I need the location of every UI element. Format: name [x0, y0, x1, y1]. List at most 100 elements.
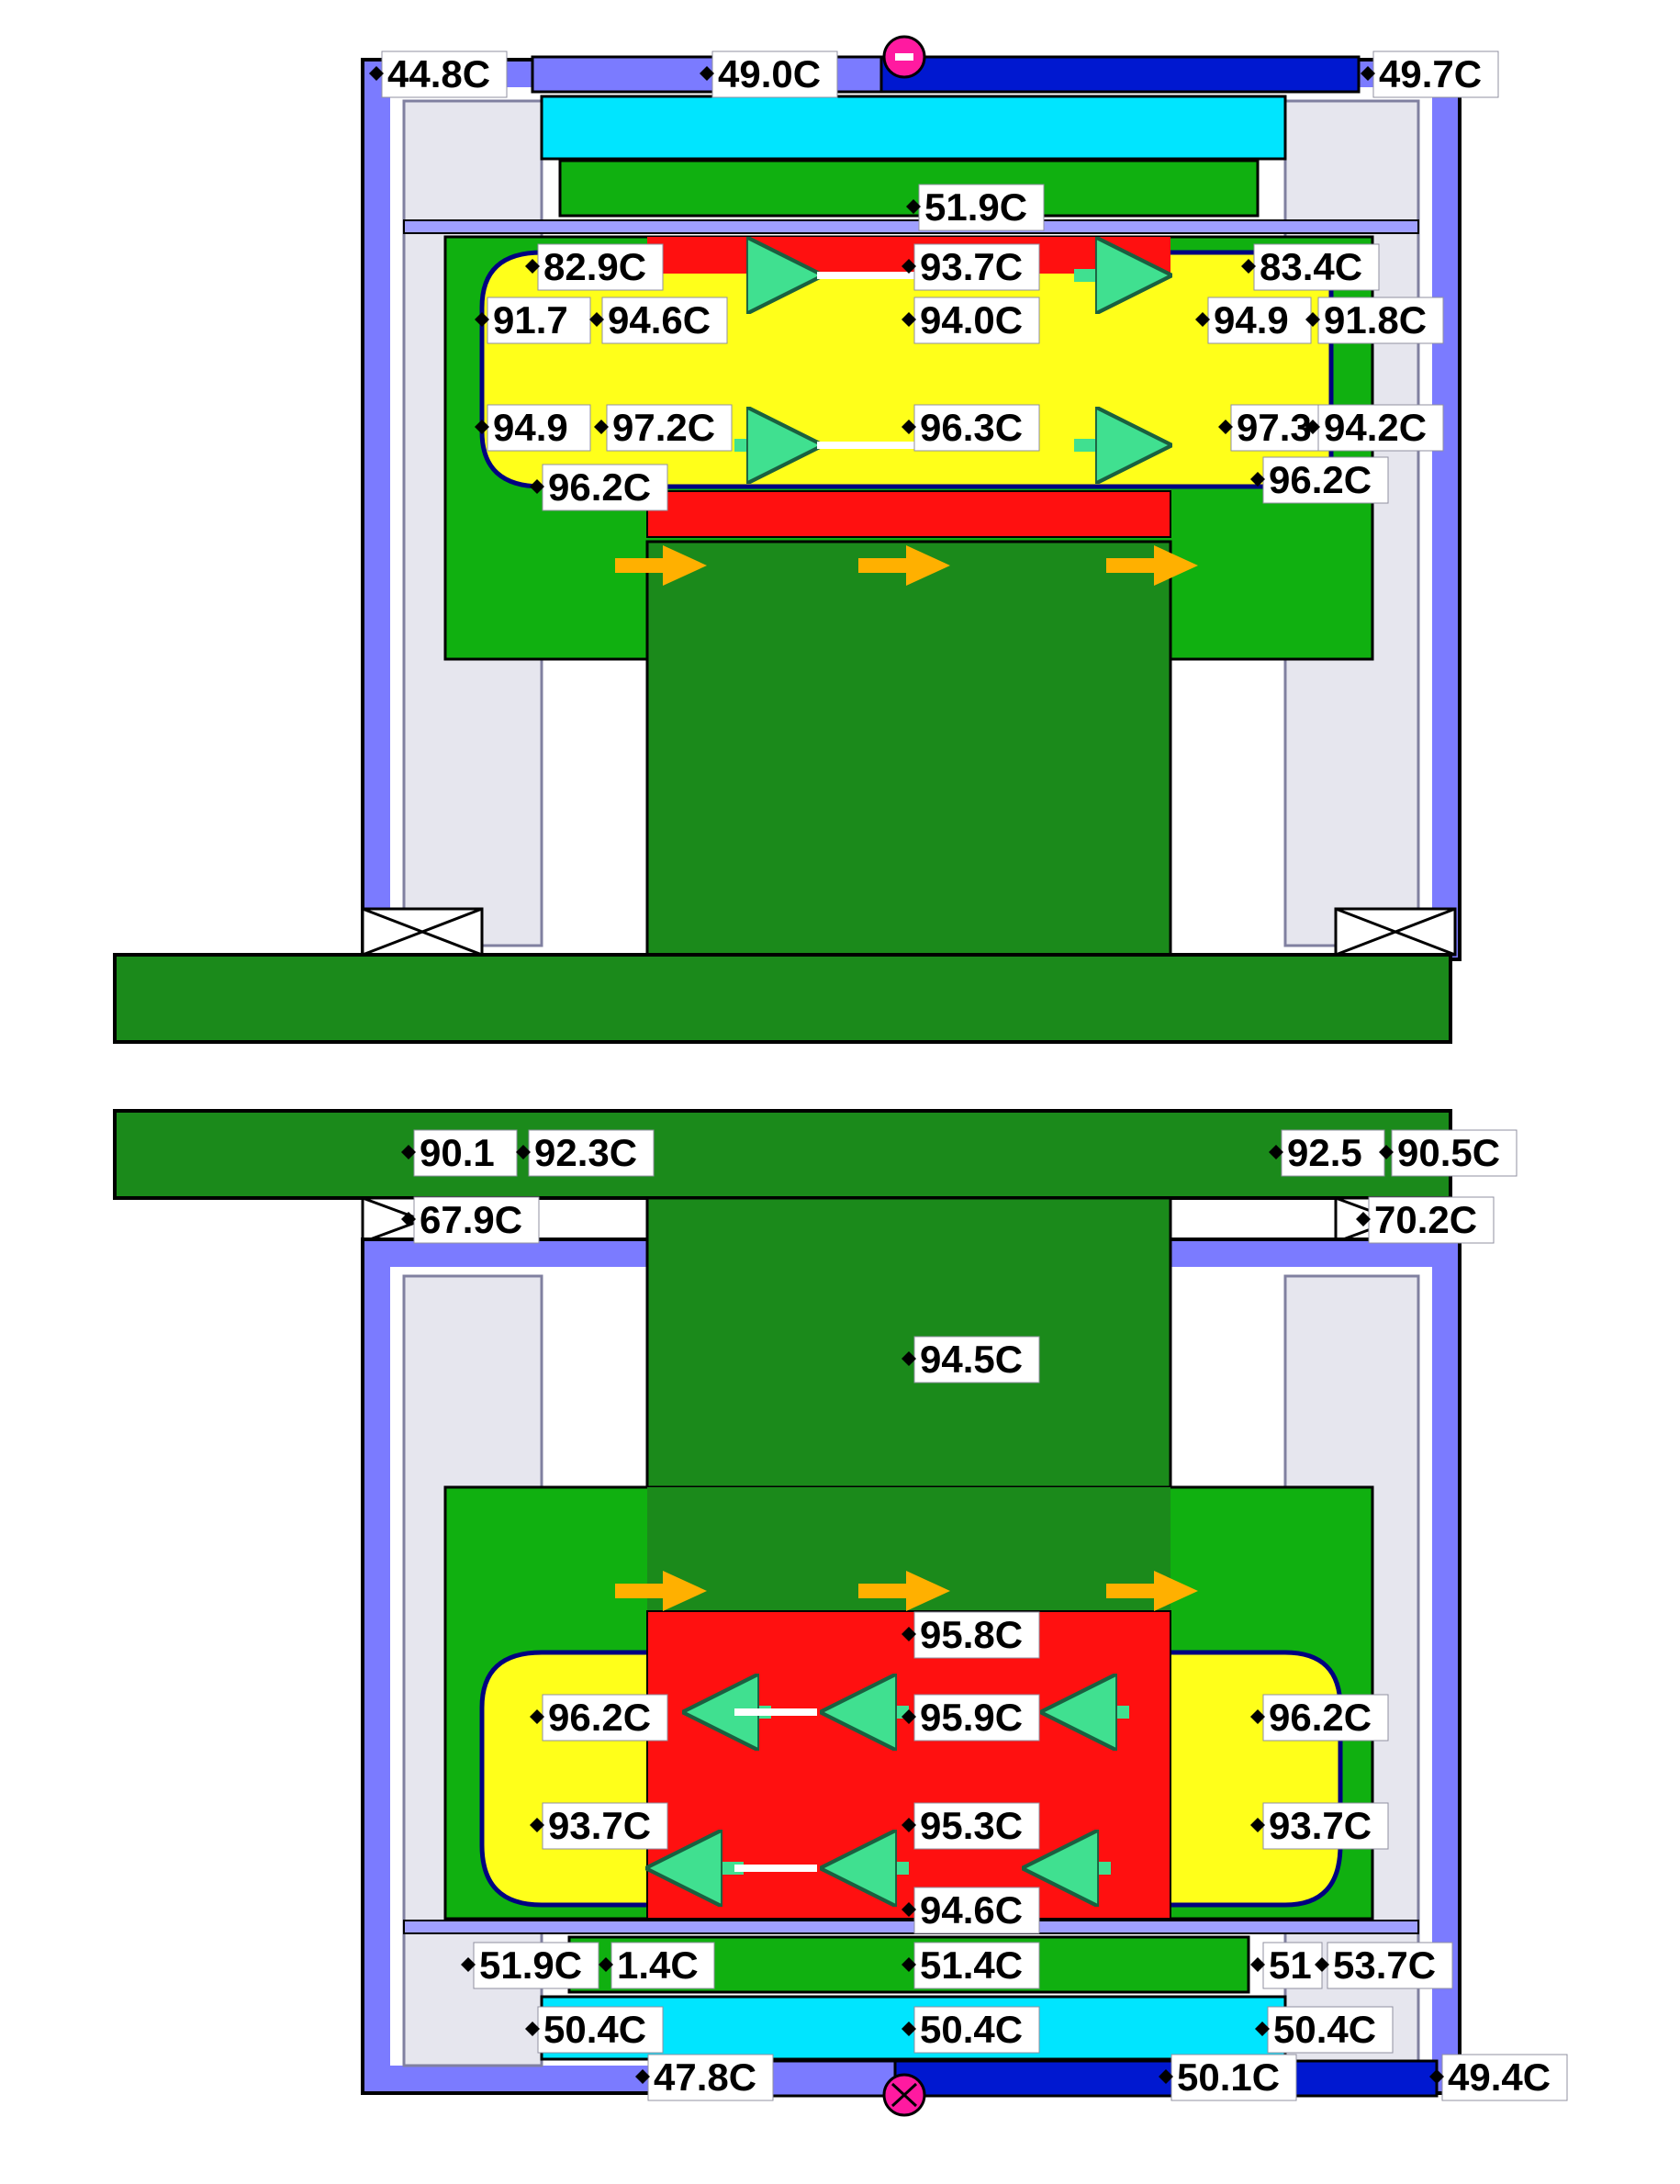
bottom-temperature-text: 93.7C — [548, 1804, 651, 1847]
bottom-label-24: 50.1C — [1159, 2054, 1297, 2101]
bottom-temperature-text: 51.4C — [920, 1943, 1023, 1987]
bottom-temperature-text: 50.1C — [1177, 2055, 1280, 2099]
probe-point-icon — [475, 312, 489, 327]
probe-point-icon — [902, 1709, 916, 1724]
bottom-label-2: 92.5 — [1269, 1129, 1385, 1177]
probe-point-icon — [589, 312, 604, 327]
probe-point-icon — [530, 1709, 544, 1724]
top-temperature-text: 83.4C — [1260, 245, 1362, 288]
top-bearing-left — [361, 907, 484, 957]
top-label-14: 96.3C — [902, 404, 1040, 452]
bottom-temperature-text: 95.3C — [920, 1804, 1023, 1847]
probe-point-icon — [525, 259, 540, 274]
top-temperature-text: 96.2C — [548, 465, 651, 509]
probe-point-icon — [1250, 472, 1265, 487]
probe-point-icon — [1429, 2069, 1444, 2084]
top-temperature-text: 93.7C — [920, 245, 1023, 288]
probe-point-icon — [902, 1957, 916, 1972]
probe-point-icon — [599, 1957, 613, 1972]
top-label-3: 51.9C — [906, 184, 1045, 231]
circle-dot-marker-icon — [882, 35, 926, 79]
top-assembly — [113, 35, 1462, 1044]
probe-point-icon — [902, 1818, 916, 1832]
bottom-label-3: 90.5C — [1379, 1129, 1518, 1177]
bottom-temperature-text: 96.2C — [1269, 1696, 1372, 1739]
probe-point-icon — [1305, 420, 1320, 434]
top-temperature-text: 44.8C — [387, 52, 490, 95]
circle-cross-marker-icon — [882, 2073, 926, 2117]
bottom-label-8: 96.2C — [530, 1694, 668, 1742]
top-temperature-labels: 44.8C 49.0C 49.7C 51.9C 82.9C 93.7C 83.4C 91.7 9… — [369, 50, 1499, 511]
probe-point-icon — [594, 420, 609, 434]
bottom-label-10: 96.2C — [1250, 1694, 1389, 1742]
probe-point-icon — [635, 2069, 650, 2084]
bottom-temperature-text: 90.1 — [420, 1131, 495, 1174]
top-temperature-text: 91.7 — [493, 298, 568, 342]
bottom-temperature-text: 94.6C — [920, 1888, 1023, 1932]
probe-point-icon — [1159, 2069, 1173, 2084]
bottom-label-14: 94.6C — [902, 1887, 1040, 1934]
top-temperature-text: 96.2C — [1269, 458, 1372, 501]
probe-point-icon — [475, 420, 489, 434]
bottom-temperature-text: 49.4C — [1448, 2055, 1551, 2099]
bottom-temperature-text: 92.3C — [534, 1131, 637, 1174]
bottom-temperature-text: 51 — [1269, 1943, 1312, 1987]
top-blue-plate-right — [879, 55, 1361, 94]
top-divider — [403, 219, 1419, 234]
probe-point-icon — [401, 1145, 416, 1159]
top-label-12: 94.9 — [475, 404, 591, 452]
bottom-label-15: 51.9C — [461, 1942, 599, 1989]
bottom-label-18: 51 — [1250, 1942, 1323, 1989]
top-temperature-text: 49.7C — [1379, 52, 1482, 95]
bottom-label-22: 50.4C — [1255, 2006, 1394, 2054]
bottom-label-7: 95.8C — [902, 1611, 1040, 1659]
bottom-label-11: 93.7C — [530, 1802, 668, 1850]
top-label-18: 96.2C — [1250, 456, 1389, 504]
probe-point-icon — [401, 1212, 416, 1226]
probe-point-icon — [530, 479, 544, 494]
top-label-11: 91.8C — [1305, 297, 1444, 344]
top-temperature-text: 94.2C — [1324, 406, 1427, 449]
top-heat-arrow-2 — [858, 545, 950, 586]
bottom-heat-arrow-1 — [615, 1571, 707, 1611]
probe-point-icon — [461, 1957, 476, 1972]
bottom-label-20: 50.4C — [525, 2006, 664, 2054]
top-green-plate — [558, 159, 1260, 218]
top-temperature-text: 82.9C — [543, 245, 646, 288]
bottom-temperature-text: 50.4C — [1273, 2008, 1376, 2051]
top-label-16: 94.2C — [1305, 404, 1444, 452]
probe-point-icon — [906, 199, 921, 214]
probe-point-icon — [1195, 312, 1210, 327]
bottom-temperature-text: 93.7C — [1269, 1804, 1372, 1847]
bottom-temperature-text: 90.5C — [1397, 1131, 1500, 1174]
bottom-label-4: 67.9C — [401, 1196, 540, 1244]
top-label-7: 91.7 — [475, 297, 591, 344]
top-label-2: 49.7C — [1361, 50, 1499, 98]
top-label-9: 94.0C — [902, 297, 1040, 344]
top-temperature-text: 94.9 — [493, 406, 568, 449]
probe-point-icon — [1361, 66, 1375, 81]
top-label-17: 96.2C — [530, 464, 668, 511]
bottom-base-flange — [113, 1109, 1452, 1200]
bottom-label-16: 1.4C — [599, 1942, 715, 1989]
bottom-temperature-text: 50.4C — [543, 2008, 646, 2051]
bottom-label-19: 53.7C — [1315, 1942, 1453, 1989]
bottom-heat-arrow-2 — [858, 1571, 950, 1611]
top-label-0: 44.8C — [369, 50, 508, 98]
bottom-temperature-text: 47.8C — [654, 2055, 756, 2099]
top-temperature-text: 94.9 — [1214, 298, 1289, 342]
probe-point-icon — [516, 1145, 531, 1159]
top-bearing-right — [1334, 907, 1457, 957]
top-temperature-text: 96.3C — [920, 406, 1023, 449]
top-label-13: 97.2C — [594, 404, 733, 452]
probe-point-icon — [369, 66, 384, 81]
top-label-1: 49.0C — [700, 50, 838, 98]
bottom-assembly — [113, 1109, 1462, 2117]
probe-point-icon — [530, 1818, 544, 1832]
top-temperature-text: 91.8C — [1324, 298, 1427, 342]
bottom-temperature-text: 50.4C — [920, 2008, 1023, 2051]
probe-point-icon — [700, 66, 714, 81]
top-temperature-text: 97.3 — [1237, 406, 1312, 449]
bottom-blue-plate-left — [769, 2059, 902, 2098]
probe-point-icon — [1218, 420, 1233, 434]
